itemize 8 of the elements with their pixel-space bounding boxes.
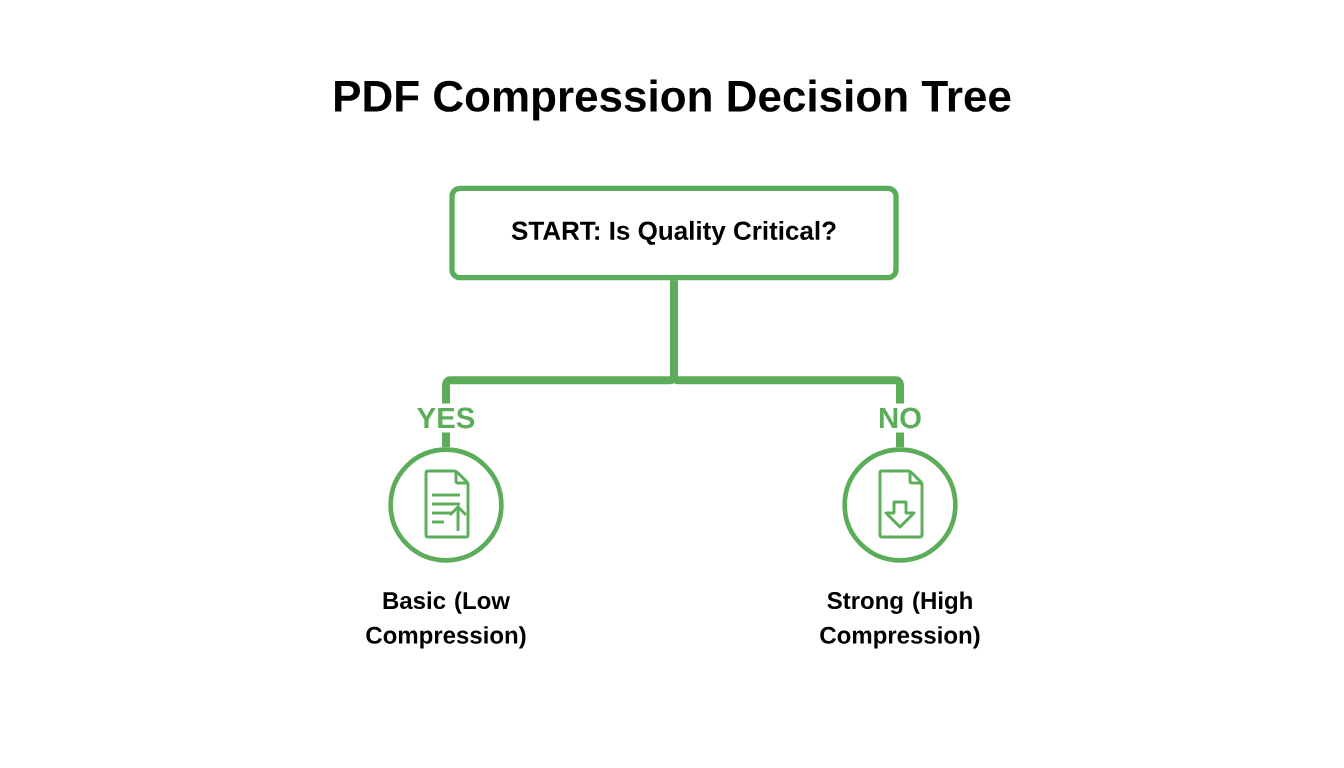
edge-label: YES xyxy=(412,403,480,433)
outcome-label: Basic (Low Compression) xyxy=(366,591,526,649)
decision-box: START: Is Quality Critical? xyxy=(449,185,899,281)
icon-circle xyxy=(388,447,504,563)
outcome-label: Strong (High Compression) xyxy=(820,591,980,649)
title: PDF Compression Decision Tree xyxy=(335,79,1011,121)
edge-label: NO xyxy=(874,403,926,433)
icon-circle xyxy=(842,447,958,563)
